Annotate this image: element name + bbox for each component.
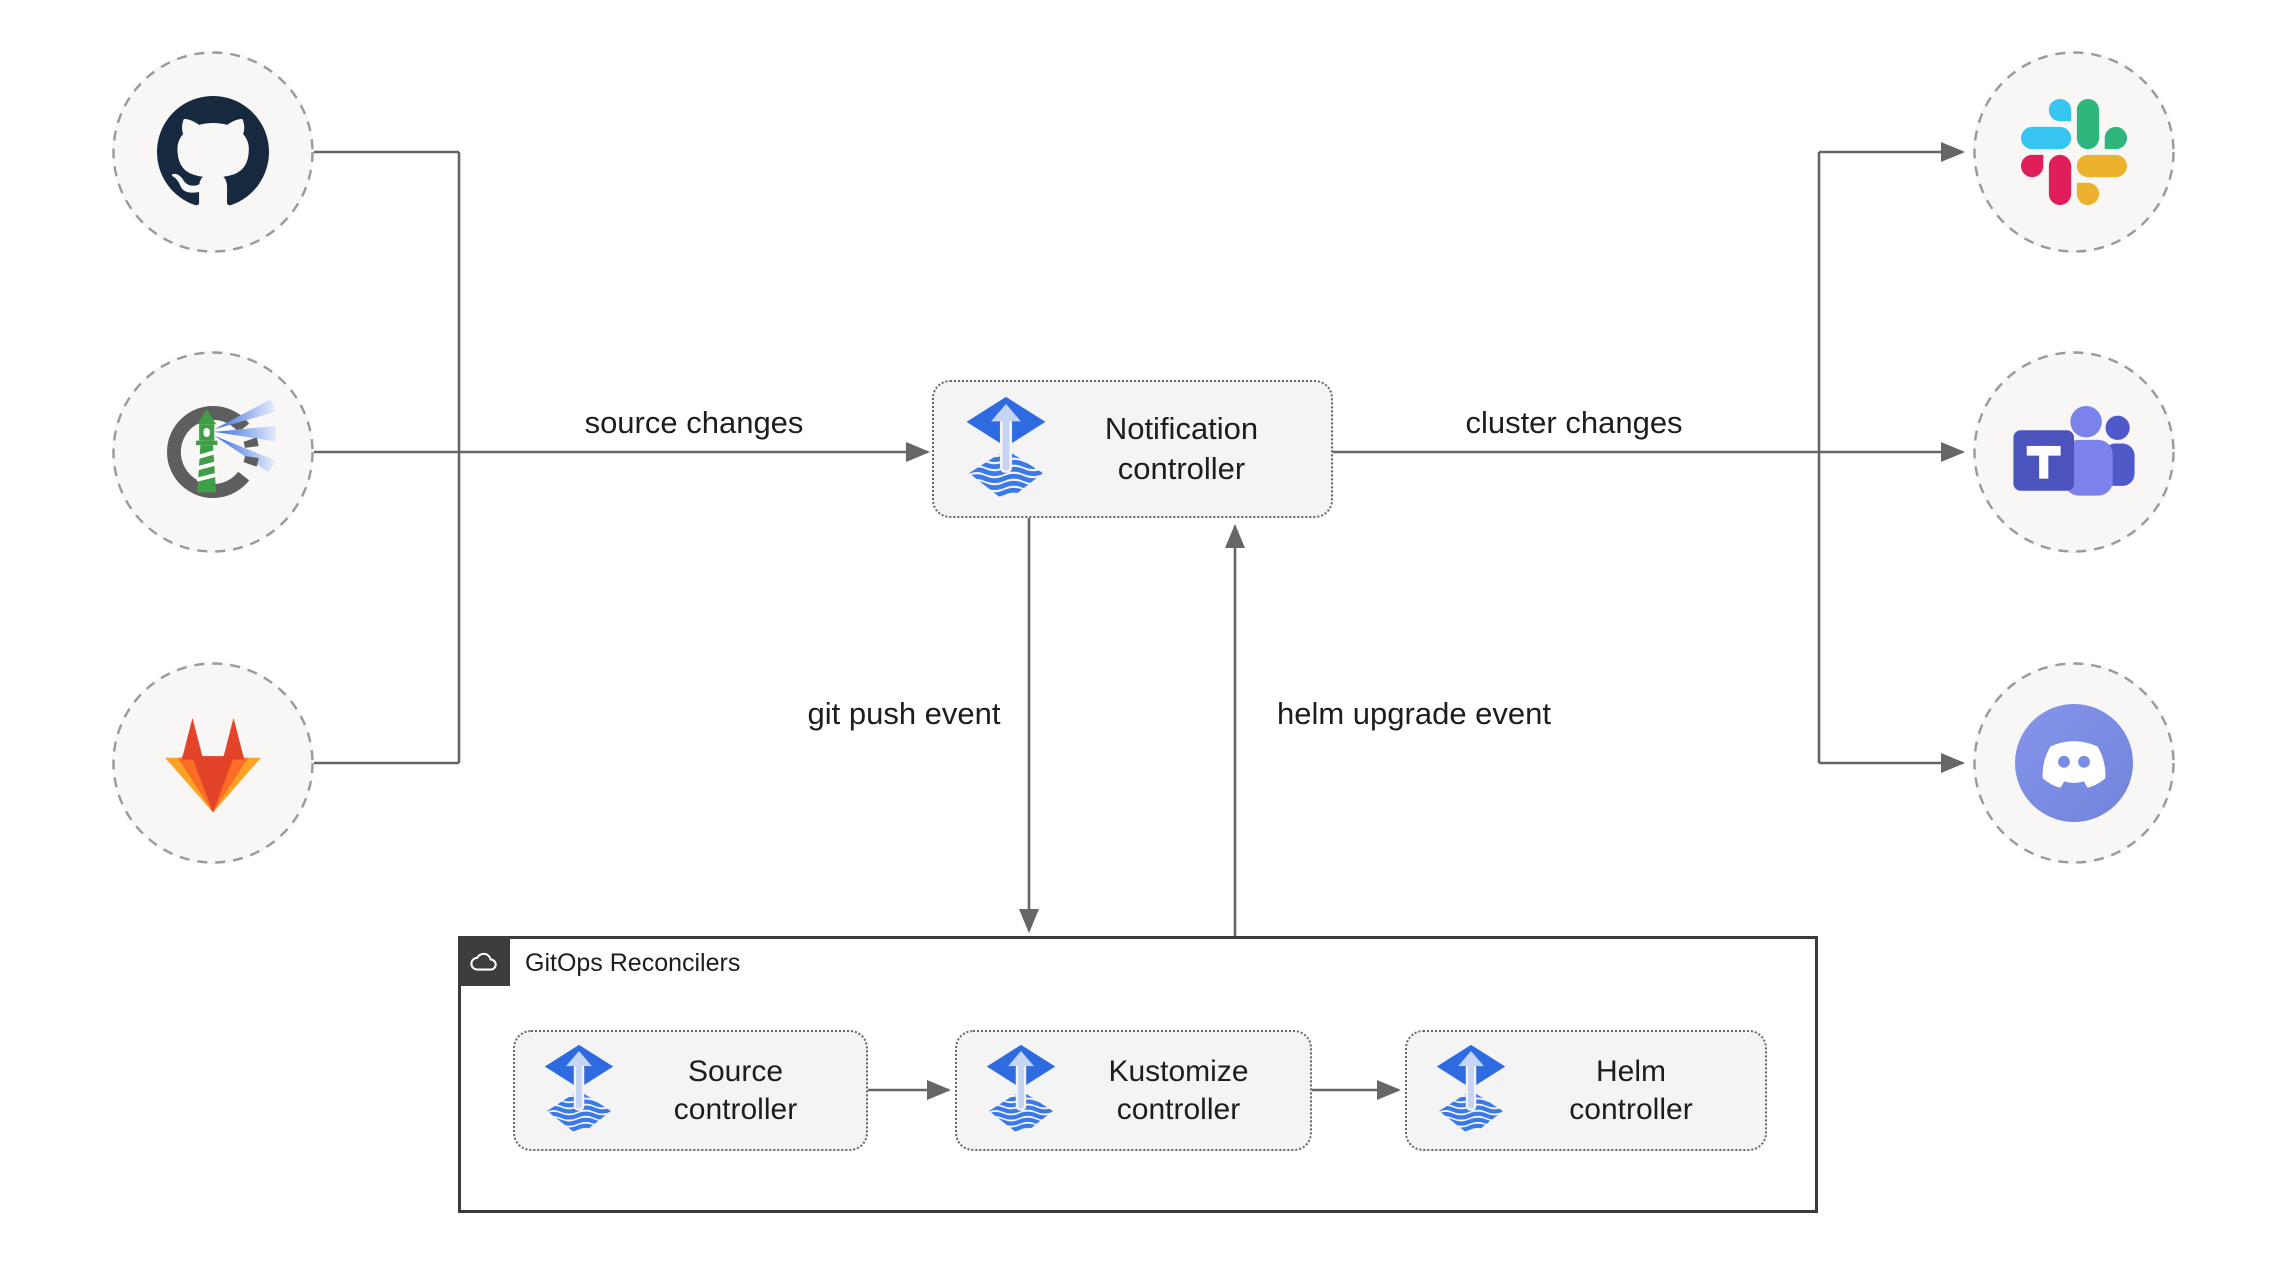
notifier-node-microsoft-teams: [1973, 351, 2175, 553]
kustomize-controller-label: Kustomize controller: [1059, 1053, 1298, 1129]
kustomize-controller-node: Kustomize controller: [955, 1030, 1312, 1151]
gitops-reconcilers-group: GitOps Reconcilers: [458, 936, 1818, 1213]
cloud-icon: [466, 943, 502, 979]
dashed-ring: [112, 662, 314, 864]
dashed-ring: [1973, 662, 2175, 864]
label-line-2: controller: [1569, 1092, 1693, 1126]
notification-controller-node: Notification controller: [932, 380, 1333, 518]
edge-label-git-push-event: git push event: [807, 696, 1001, 731]
dashed-ring: [112, 351, 314, 553]
slack-icon: [2021, 99, 2127, 205]
helm-controller-label: Helm controller: [1509, 1053, 1753, 1129]
microsoft-teams-icon: [2011, 396, 2137, 508]
edge-label-helm-upgrade-event: helm upgrade event: [1276, 696, 1552, 731]
gitlab-icon: [156, 711, 270, 816]
source-node-github: [112, 51, 314, 253]
edge-label-cluster-changes: cluster changes: [1465, 405, 1683, 440]
helm-controller-node: Helm controller: [1405, 1030, 1767, 1151]
dashed-ring: [1973, 51, 2175, 253]
flux-icon: [1433, 1044, 1509, 1137]
notifier-node-discord: [1973, 662, 2175, 864]
label-line-1: Notification: [1104, 411, 1259, 446]
edge-label-source-changes: source changes: [584, 405, 804, 440]
label-line-1: Helm: [1595, 1054, 1666, 1088]
source-controller-label: Source controller: [617, 1053, 854, 1129]
flux-icon: [983, 1044, 1059, 1137]
dashed-ring: [112, 51, 314, 253]
harbor-icon: [150, 389, 276, 515]
label-line-1: Source: [687, 1054, 784, 1088]
cloud-badge: [458, 936, 510, 986]
label-line-1: Kustomize: [1108, 1054, 1249, 1088]
notifier-node-slack: [1973, 51, 2175, 253]
label-line-2: controller: [673, 1092, 798, 1126]
github-icon: [156, 96, 270, 208]
discord-icon: [2015, 704, 2133, 822]
notification-controller-label: Notification controller: [1050, 409, 1313, 489]
flux-icon: [541, 1044, 617, 1137]
flux-icon: [962, 396, 1050, 503]
source-node-gitlab: [112, 662, 314, 864]
label-line-2: controller: [1116, 1092, 1241, 1126]
dashed-ring: [1973, 351, 2175, 553]
source-node-harbor: [112, 351, 314, 553]
group-title: GitOps Reconcilers: [525, 948, 741, 977]
label-line-2: controller: [1117, 451, 1246, 486]
source-controller-node: Source controller: [513, 1030, 868, 1151]
